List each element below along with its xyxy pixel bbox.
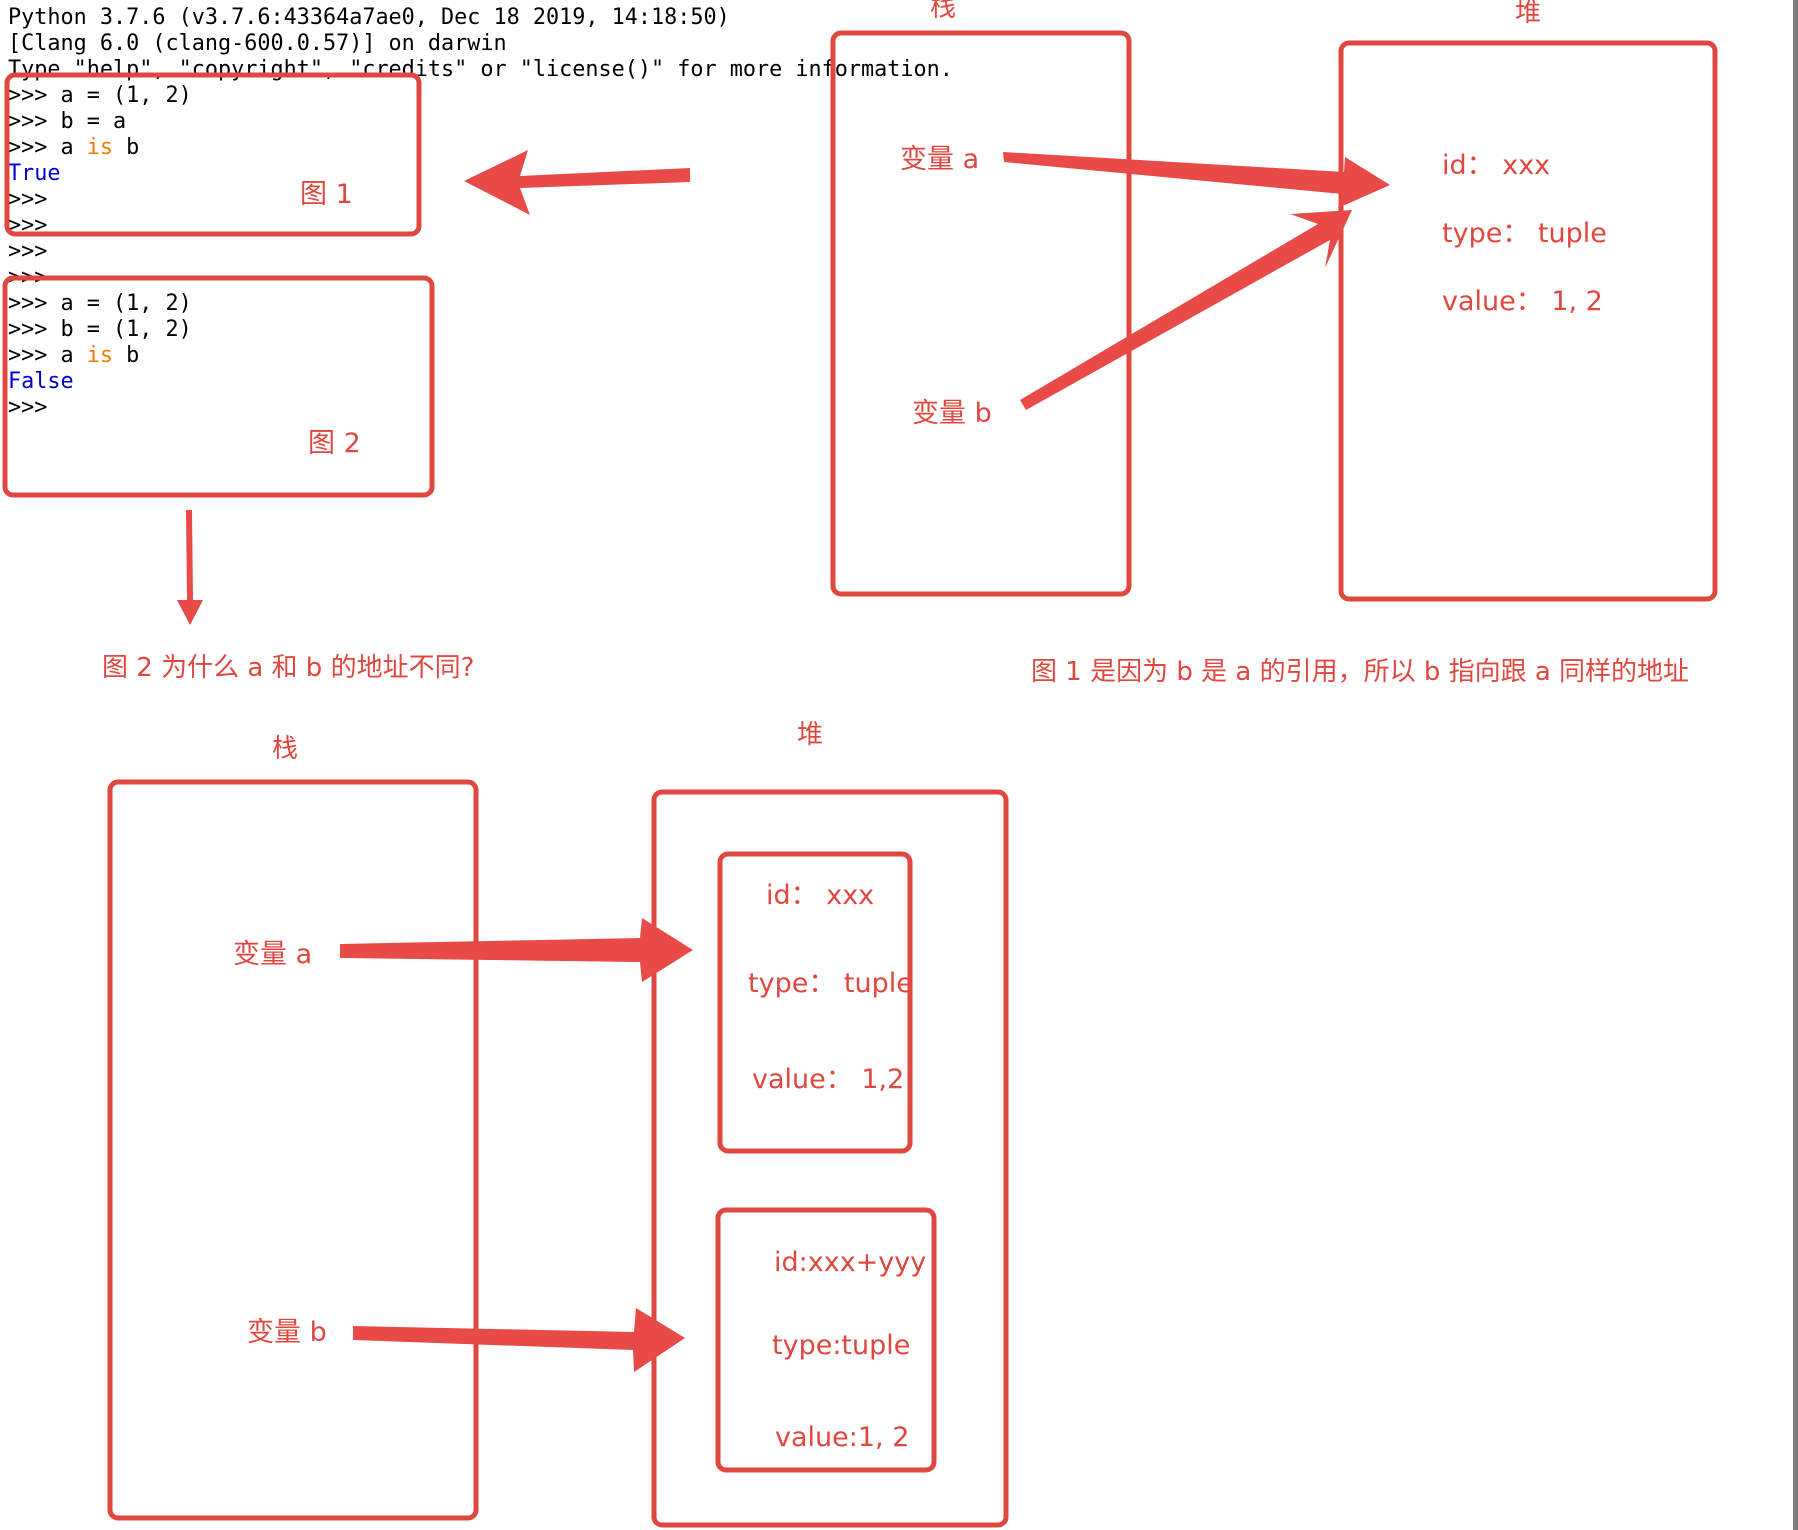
terminal-segment: >>> [8,187,47,212]
terminal-line: >>> [8,187,47,212]
bottom-stack-title: 栈 [272,734,298,764]
terminal-segment: >>> b = a [8,109,126,134]
terminal-line: >>> a = (1, 2) [8,83,192,108]
figure-2-label: 图 2 [308,428,361,459]
obj1-value: value： 1,2 [752,1064,904,1095]
window-edge [1793,0,1798,1530]
top-heap-type: type： tuple [1442,218,1607,249]
terminal-segment: Type "help", "copyright", "credits" or "… [8,57,953,82]
bottom-var-a: 变量 a [233,939,312,970]
terminal-segment: is [87,135,113,160]
terminal-segment: Python 3.7.6 (v3.7.6:43364a7ae0, Dec 18 … [8,5,730,30]
explanation-text: 图 1 是因为 b 是 a 的引用，所以 b 指向跟 a 同样的地址 [1031,657,1689,687]
terminal-line: >>> b = a [8,109,126,134]
python-shell-output: Python 3.7.6 (v3.7.6:43364a7ae0, Dec 18 … [8,5,953,420]
terminal-segment: b [113,135,139,160]
top-arrow-a-to-heap [1003,152,1390,208]
top-heap-value: value： 1, 2 [1442,286,1603,317]
figure-1-box [4,72,422,237]
terminal-segment: >>> a [8,135,87,160]
bottom-heap-title: 堆 [797,720,823,750]
top-stack-box [830,30,1132,597]
obj2-value: value:1, 2 [775,1422,909,1453]
terminal-line: False [8,369,74,394]
arrow-to-figure-1 [464,150,690,215]
top-heap-box [1338,40,1718,602]
top-stack-title: 栈 [930,0,956,23]
bottom-var-b: 变量 b [247,1317,327,1348]
terminal-segment: >>> a [8,343,87,368]
terminal-line: >>> b = (1, 2) [8,317,192,342]
figure-1-label: 图 1 [300,179,353,210]
terminal-line: >>> a is b [8,135,139,160]
terminal-segment: True [8,161,61,186]
top-heap-title: 堆 [1515,0,1541,28]
terminal-segment: >>> a = (1, 2) [8,83,192,108]
top-heap-id: id： xxx [1442,150,1550,181]
obj1-id: id： xxx [766,880,874,911]
top-arrow-b-to-heap [1020,210,1352,410]
terminal-line: Type "help", "copyright", "credits" or "… [8,57,953,82]
terminal-line: >>> a is b [8,343,139,368]
bottom-arrow-a-to-object-1 [340,918,693,982]
arrow-down-from-figure-2 [177,510,203,625]
bottom-arrow-b-to-object-2 [353,1308,685,1372]
terminal-segment: is [87,343,113,368]
terminal-segment: False [8,369,74,394]
terminal-line: >>> [8,239,47,264]
terminal-line: >>> [8,395,47,420]
terminal-segment: >>> [8,395,47,420]
heap-object-1-box [717,851,913,1154]
terminal-segment: >>> a = (1, 2) [8,291,192,316]
obj2-id: id:xxx+yyy [774,1247,926,1278]
terminal-line: True [8,161,61,186]
figure-2-box [2,275,435,498]
obj2-type: type:tuple [772,1330,910,1361]
heap-object-2-box [715,1207,937,1473]
bottom-heap-box [651,789,1009,1528]
terminal-line: Python 3.7.6 (v3.7.6:43364a7ae0, Dec 18 … [8,5,730,30]
terminal-segment: b [113,343,139,368]
bottom-stack-box [107,779,479,1521]
terminal-line: [Clang 6.0 (clang-600.0.57)] on darwin [8,31,507,56]
question-text: 图 2 为什么 a 和 b 的地址不同? [102,653,474,683]
obj1-type: type： tuple [748,968,913,999]
top-var-b: 变量 b [912,398,992,429]
terminal-segment: >>> [8,239,47,264]
terminal-segment: >>> b = (1, 2) [8,317,192,342]
terminal-line: >>> a = (1, 2) [8,291,192,316]
terminal-segment: [Clang 6.0 (clang-600.0.57)] on darwin [8,31,507,56]
top-var-a: 变量 a [900,144,979,175]
